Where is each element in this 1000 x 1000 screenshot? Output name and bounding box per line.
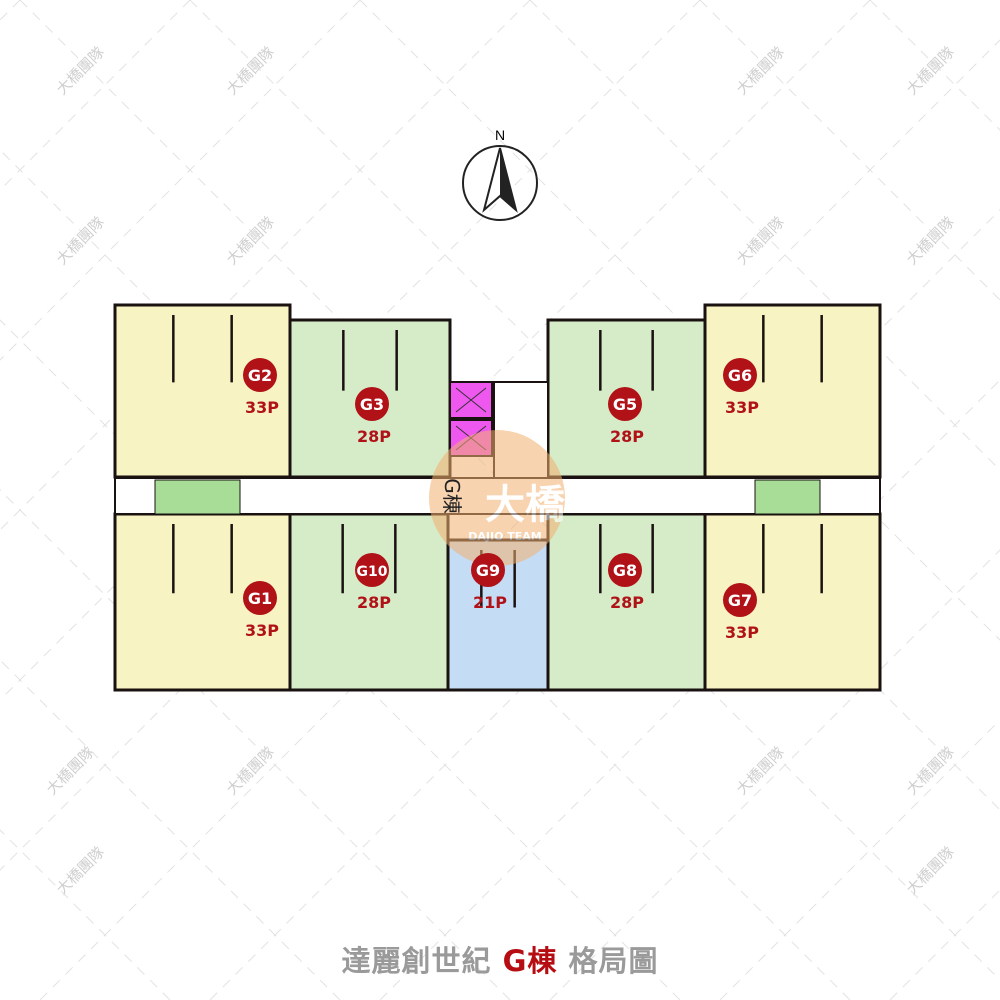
unit-badge [243,581,277,615]
unit-id: G6 [728,366,752,385]
unit-label-g6: G6 33P [723,358,759,417]
unit-g6 [703,303,882,479]
unit-size: 33P [245,398,279,417]
unit-size: 33P [725,398,759,417]
unit-label-g1: G1 33P [243,581,279,640]
unit-label-g9: G9 21P [471,553,507,612]
unit-label-g8: G8 28P [608,553,644,612]
unit-size: 28P [357,427,391,446]
unit-badge [355,387,389,421]
unit-g10 [288,512,450,692]
unit-g8 [546,512,707,692]
unit-badge [723,583,757,617]
unit-id: G1 [248,589,272,608]
unit-badge [608,553,642,587]
unit-badge [723,358,757,392]
building-label: G棟 [440,478,464,514]
unit-id: G10 [357,564,388,580]
unit-size: 28P [357,593,391,612]
unit-badge [355,553,389,587]
unit-g9 [446,538,550,692]
stair-left [154,479,241,515]
unit-id: G8 [613,561,637,580]
unit-label-g5: G5 28P [608,387,644,446]
unit-badge [608,387,642,421]
logo-subtext: DAJIO TEAM [468,530,542,543]
unit-size: 33P [725,623,759,642]
unit-id: G9 [476,561,500,580]
unit-badge [243,358,277,392]
unit-size: 28P [610,593,644,612]
unit-id: G2 [248,366,272,385]
compass-north-label: N [495,127,505,143]
logo: 大橋 DAJIO TEAM [429,430,565,566]
stair-right [754,479,821,515]
unit-size: 33P [245,621,279,640]
caption: 達麗創世紀 G棟 格局圖 [341,944,659,978]
unit-id: G3 [360,395,384,414]
unit-g7 [703,512,882,692]
unit-id: G5 [613,395,637,414]
unit-label-g3: G3 28P [355,387,391,446]
unit-badge [471,553,505,587]
unit-label-g7: G7 33P [723,583,759,642]
unit-size: 21P [473,593,507,612]
unit-id: G7 [728,591,752,610]
compass: N [462,127,538,221]
unit-label-g2: G2 33P [243,358,279,417]
logo-text: 大橋 [485,482,565,528]
unit-labels: G2 33P G3 28P G5 28P G6 33P G1 33P G10 28P G9 21P G8 28… [243,358,759,642]
unit-size: 28P [610,427,644,446]
unit-label-g10: G10 28P [355,553,391,612]
